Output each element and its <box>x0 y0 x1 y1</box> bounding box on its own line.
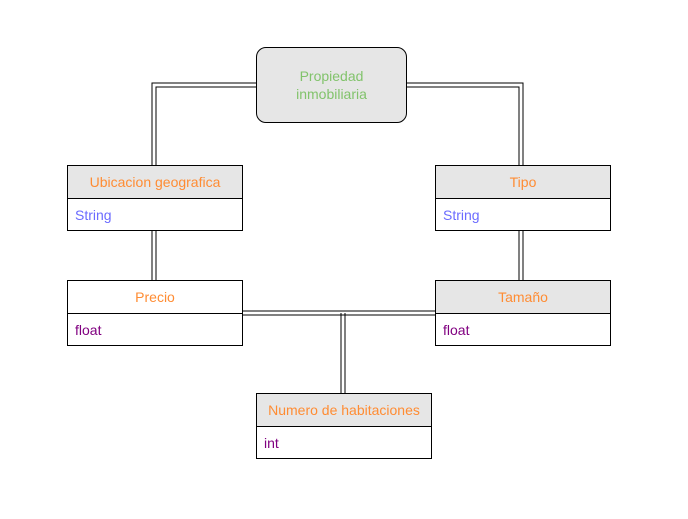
connector-precio-tamano <box>243 310 435 316</box>
entity-tipo-title: Tipo <box>436 166 610 199</box>
entity-ubicacion-geografica-type: String <box>75 206 112 223</box>
entity-numero-de-habitaciones[interactable]: Numero de habitaciones int <box>256 393 432 459</box>
entity-precio[interactable]: Precio float <box>67 280 243 346</box>
node-propiedad-inmobiliaria-label: Propiedad inmobiliaria <box>296 68 367 102</box>
entity-tipo[interactable]: Tipo String <box>435 165 611 231</box>
entity-tipo-type: String <box>443 206 480 223</box>
connector-ubicacion-precio <box>151 231 157 280</box>
connector-to-habitaciones <box>340 313 346 393</box>
node-propiedad-inmobiliaria[interactable]: Propiedad inmobiliaria <box>256 47 407 123</box>
entity-ubicacion-geografica-title: Ubicacion geografica <box>68 166 242 199</box>
entity-tamano[interactable]: Tamaño float <box>435 280 611 346</box>
connector-tipo-tamano <box>518 231 524 280</box>
connector-root-tipo <box>407 82 524 165</box>
entity-precio-title: Precio <box>68 281 242 314</box>
entity-tamano-type: float <box>443 321 470 338</box>
entity-numero-de-habitaciones-title: Numero de habitaciones <box>257 394 431 427</box>
entity-tamano-title: Tamaño <box>436 281 610 314</box>
connector-root-ubicacion <box>151 82 256 165</box>
entity-ubicacion-geografica[interactable]: Ubicacion geografica String <box>67 165 243 231</box>
entity-precio-type: float <box>75 321 102 338</box>
entity-numero-de-habitaciones-type: int <box>264 434 279 451</box>
